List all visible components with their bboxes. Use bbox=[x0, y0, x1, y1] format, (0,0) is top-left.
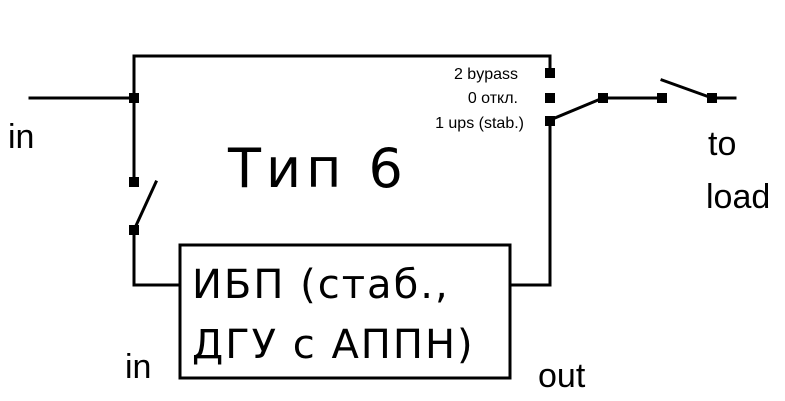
junction-dot bbox=[129, 93, 139, 103]
contact-dot bbox=[598, 93, 608, 103]
contact-dot bbox=[657, 93, 667, 103]
ups-box bbox=[178, 243, 512, 380]
contact-dot bbox=[707, 93, 717, 103]
contact-dot bbox=[545, 68, 555, 78]
position-label-bypass: 2 bypass bbox=[454, 66, 518, 83]
to-label: to bbox=[708, 125, 736, 163]
input-breaker-blade bbox=[132, 180, 158, 232]
contact-dot bbox=[545, 116, 555, 126]
position-label-off: 0 откл. bbox=[468, 90, 518, 107]
contact-dot bbox=[545, 93, 555, 103]
diagram-title: Тип 6 bbox=[227, 137, 408, 200]
load-breaker-blade bbox=[660, 78, 714, 100]
selector-switch-blade bbox=[548, 96, 605, 122]
load-label: load bbox=[706, 178, 770, 216]
contact-dot bbox=[129, 225, 139, 235]
output-label: out bbox=[538, 357, 586, 395]
contact-dot bbox=[129, 177, 139, 187]
input-label-bottom: in bbox=[125, 348, 151, 386]
position-label-ups: 1 ups (stab.) bbox=[435, 115, 524, 132]
ups-label-line2: ДГУ с АППН) bbox=[192, 322, 475, 368]
ups-label-line1: ИБП (стаб., bbox=[192, 262, 450, 308]
input-label-top: in bbox=[8, 118, 34, 156]
